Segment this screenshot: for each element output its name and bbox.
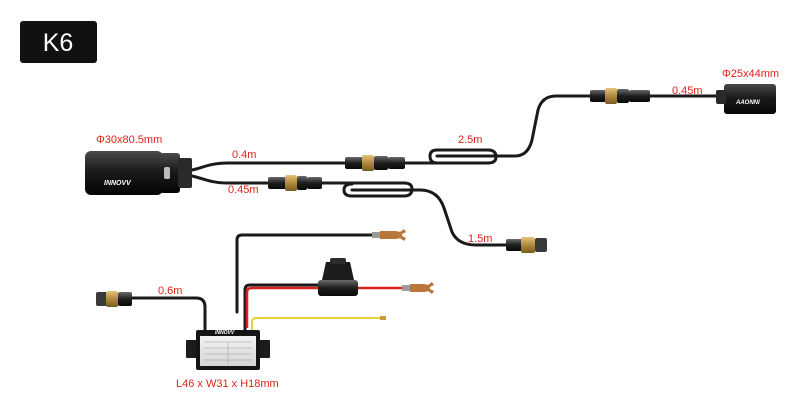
cable-middle-extension	[435, 94, 592, 158]
front-camera-end-cap	[178, 158, 192, 188]
cable-power-input	[126, 296, 207, 332]
fuse-holder-body	[318, 280, 358, 296]
wire-ground	[235, 233, 377, 314]
front-camera: INNOVV	[85, 151, 192, 195]
rear-camera-brand: AAONNI	[735, 100, 760, 106]
power-module-flange-left	[186, 340, 198, 358]
connector-power-input	[96, 291, 132, 307]
cables	[126, 94, 726, 332]
cable-side-loop	[320, 181, 414, 198]
label-rear-lead-length: 0.45m	[672, 85, 703, 97]
fuse-holder-cap	[322, 262, 354, 280]
label-middle-extension-length: 2.5m	[458, 134, 482, 146]
label-front-lower-length: 0.45m	[228, 184, 259, 196]
cable-side-branch	[350, 188, 508, 247]
wire-red-sheath	[243, 283, 318, 330]
power-module: INNOVV	[186, 330, 270, 370]
cable-front-upper	[190, 161, 347, 172]
ring-terminal-ground	[372, 229, 406, 241]
yellow-wire-tip	[380, 316, 386, 320]
cable-front-lower	[190, 174, 270, 185]
front-camera-dimension: Φ30x80.5mm	[96, 134, 162, 146]
rear-camera-body	[724, 84, 776, 114]
connector-rear	[590, 88, 650, 104]
cable-middle-loop	[403, 148, 498, 165]
rear-camera: AAONNI	[716, 84, 776, 114]
connector-front-upper	[345, 155, 405, 171]
front-camera-indicator	[164, 167, 170, 179]
fuse-holder	[318, 258, 358, 296]
label-power-input-length: 0.6m	[158, 285, 182, 297]
model-badge-label: K6	[43, 29, 74, 57]
connector-side-branch	[506, 237, 547, 253]
front-camera-brand: INNOVV	[104, 180, 132, 187]
rear-camera-cable-boot	[716, 90, 726, 104]
wire-yellow	[251, 317, 382, 330]
power-module-dimension: L46 x W31 x H18mm	[176, 378, 279, 390]
rear-camera-dimension: Φ25x44mm	[722, 68, 779, 80]
front-camera-body	[85, 151, 163, 195]
connector-front-lower	[268, 175, 322, 191]
ring-terminal-power	[402, 282, 434, 294]
label-front-upper-length: 0.4m	[232, 149, 256, 161]
wire-red	[245, 286, 318, 328]
model-badge-bg	[20, 21, 97, 63]
power-module-brand: INNOVV	[215, 330, 235, 336]
power-module-flange-right	[258, 340, 270, 358]
label-side-branch-length: 1.5m	[468, 233, 492, 245]
model-badge: K6	[20, 21, 97, 63]
